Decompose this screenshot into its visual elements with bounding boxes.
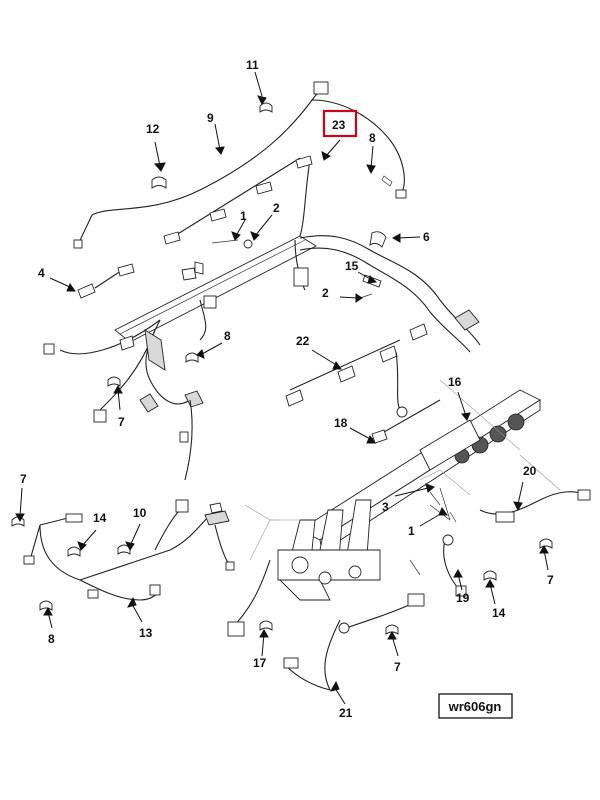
figure-code: wr606gn (448, 699, 502, 714)
callout-14: 14 (93, 511, 107, 525)
callout-10: 10 (133, 506, 147, 520)
bottom-sensor-harness (227, 487, 591, 691)
callout-17: 17 (253, 656, 267, 670)
callout-11: 11 (246, 58, 259, 72)
callout-8: 8 (48, 632, 55, 646)
callout-12: 12 (146, 122, 160, 136)
top-harness (73, 81, 407, 249)
callout-6: 6 (423, 230, 430, 244)
callout-14: 14 (492, 606, 506, 620)
callout-2: 2 (322, 286, 329, 300)
callout-16: 16 (448, 375, 462, 389)
callout-4: 4 (38, 266, 45, 280)
callout-7: 7 (547, 573, 554, 587)
callout-9: 9 (207, 111, 214, 125)
callout-18: 18 (334, 416, 348, 430)
callout-15: 15 (345, 259, 359, 273)
callout-2: 2 (273, 201, 280, 215)
callout-7: 7 (394, 660, 401, 674)
callout-20: 20 (523, 464, 537, 478)
lower-intake-assembly (244, 323, 561, 601)
callout-arrows (15, 71, 549, 705)
clip-part (151, 102, 273, 189)
highlight-box (322, 109, 358, 138)
callout-1: 1 (240, 209, 247, 223)
callout-8: 8 (224, 329, 231, 343)
callout-22: 22 (296, 334, 310, 348)
callout-labels: 11 12 9 8 6 1 2 4 15 2 8 22 7 16 18 7 14… (20, 58, 554, 720)
callout-7: 7 (20, 472, 27, 486)
upper-rail-assembly (43, 155, 481, 481)
callout-8: 8 (369, 131, 376, 145)
callout-13: 13 (139, 626, 153, 640)
callout-23-highlighted: 23 (332, 118, 346, 132)
callout-7: 7 (118, 415, 125, 429)
callout-21: 21 (339, 706, 353, 720)
callout-1: 1 (408, 524, 415, 538)
callout-19: 19 (456, 591, 470, 605)
figure-code-badge: wr606gn (438, 693, 513, 719)
lower-left-harness (11, 352, 235, 611)
callout-3: 3 (382, 500, 389, 514)
